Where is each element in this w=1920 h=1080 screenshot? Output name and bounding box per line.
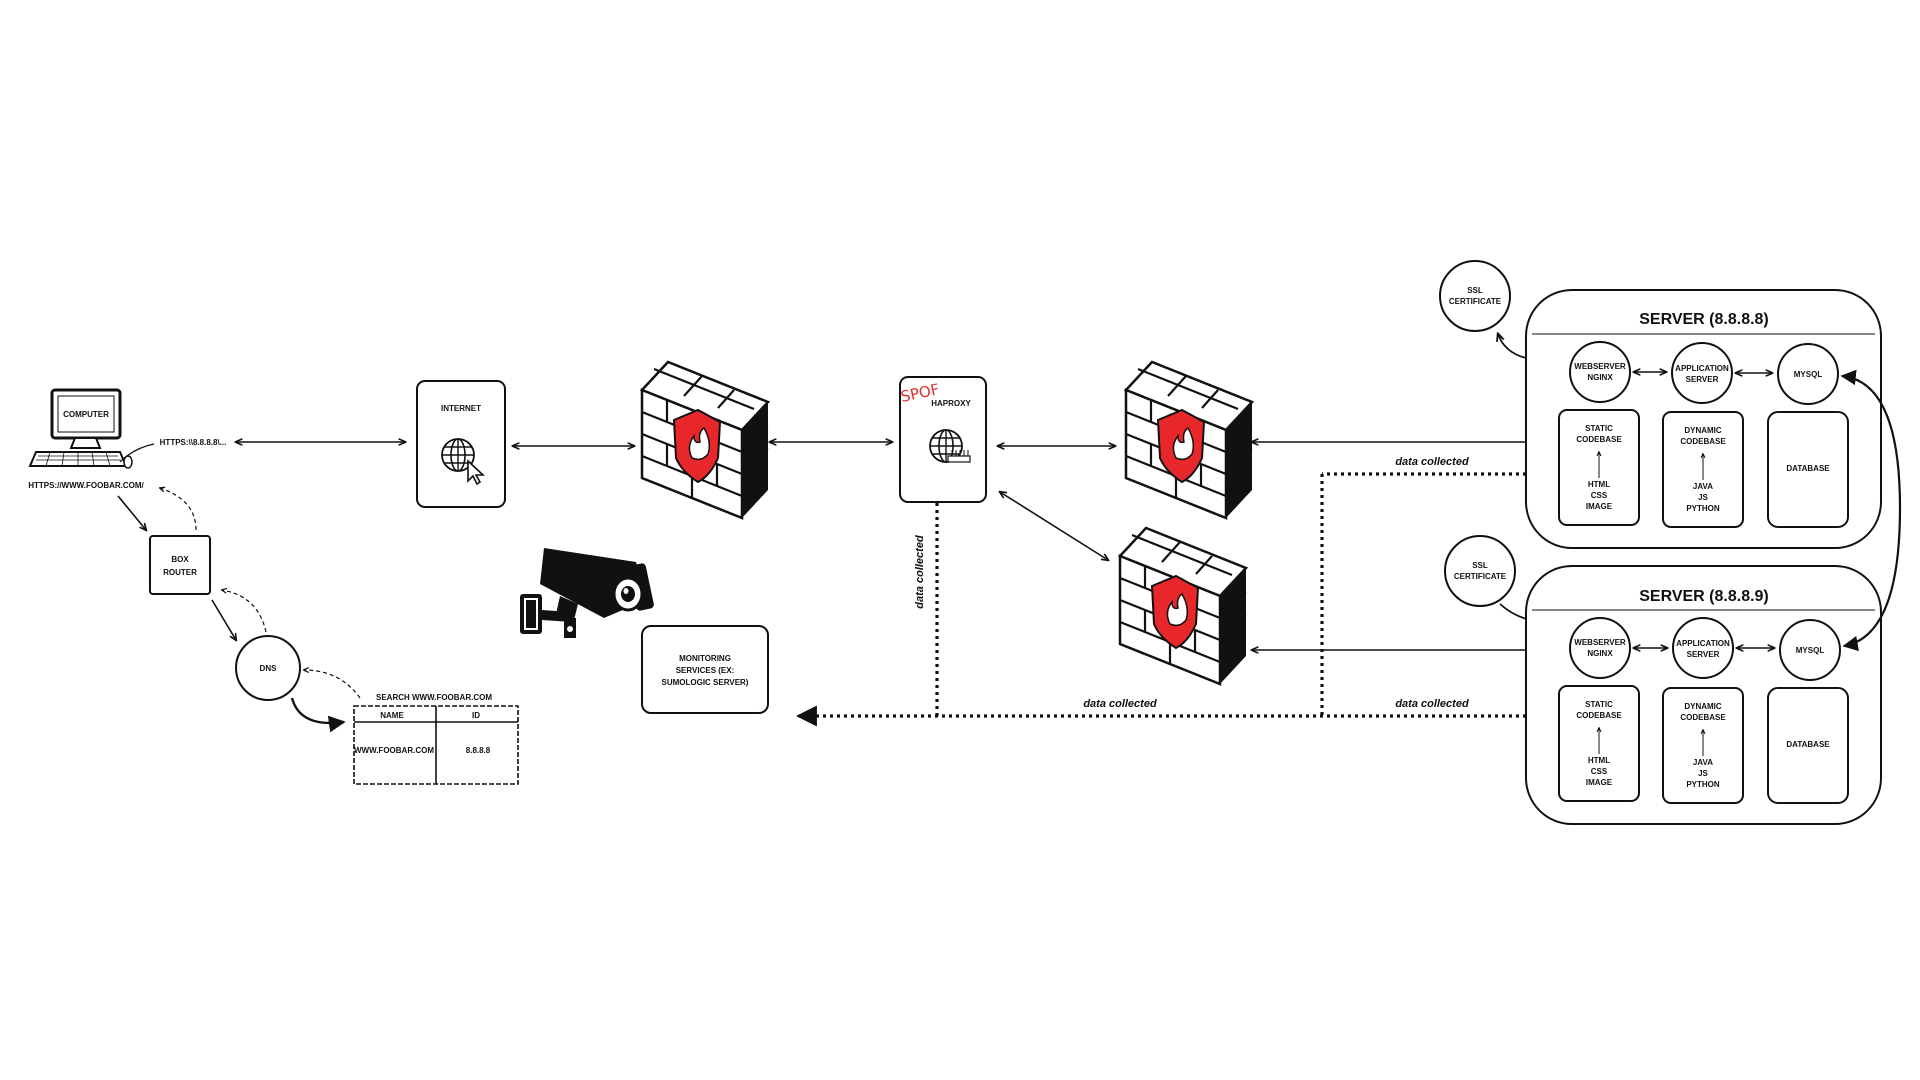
mysql-node xyxy=(1777,343,1839,405)
dns-table xyxy=(353,705,519,785)
static-title-2: CODEBASE xyxy=(1576,435,1622,444)
static-item: IMAGE xyxy=(1586,778,1613,787)
server-1-title: SERVER (8.8.8.8) xyxy=(1639,311,1769,328)
security-camera-icon xyxy=(520,548,654,638)
dynamic-title-1: DYNAMIC xyxy=(1684,702,1722,711)
data-collected-label-bottom: data collected xyxy=(1083,698,1157,710)
data-flow-lines xyxy=(808,472,1540,718)
dynamic-item: JAVA xyxy=(1693,482,1713,491)
globe-icon xyxy=(929,429,971,463)
static-title-1: STATIC xyxy=(1585,700,1613,709)
computer-icon xyxy=(28,388,155,469)
ssl-certificate-node xyxy=(1439,260,1511,332)
firewall-icon xyxy=(640,360,770,520)
data-collected-label-server1: data collected xyxy=(1395,456,1469,468)
dynamic-title-2: CODEBASE xyxy=(1680,713,1726,722)
dynamic-item: JAVA xyxy=(1693,758,1713,767)
router-label-line1: BOX xyxy=(171,555,189,564)
app-server-label-1: APPLICATION xyxy=(1676,639,1730,648)
static-title-2: CODEBASE xyxy=(1576,711,1622,720)
ssl-certificate-node xyxy=(1444,535,1516,607)
static-item: HTML xyxy=(1588,756,1610,765)
router-box xyxy=(149,535,211,595)
arrow-dns-router-dashed xyxy=(222,590,267,633)
monitoring-line2: SERVICES (EX: xyxy=(676,666,735,675)
monitoring-line3: SUMOLOGIC SERVER) xyxy=(662,678,749,687)
server-2-title: SERVER (8.8.8.9) xyxy=(1639,588,1769,605)
app-server-node xyxy=(1672,617,1734,679)
webserver-label-1: WEBSERVER xyxy=(1574,638,1626,647)
url-ip-label: HTTPS:\\8.8.8.8\... xyxy=(160,438,227,447)
static-item: IMAGE xyxy=(1586,502,1613,511)
arrow-haproxy-firewall3 xyxy=(1000,492,1108,560)
haproxy-box xyxy=(899,376,987,503)
database-box xyxy=(1767,687,1849,804)
webserver-label-2: NGINX xyxy=(1587,373,1613,382)
ssl-label-line1: SSL xyxy=(1472,561,1488,570)
table-header-id: ID xyxy=(472,711,480,720)
url-domain-label: HTTPS://WWW.FOOBAR.COM/ xyxy=(28,481,144,490)
dynamic-item: JS xyxy=(1698,769,1708,778)
static-item: HTML xyxy=(1588,480,1610,489)
app-server-label-2: SERVER xyxy=(1687,650,1720,659)
arrow-dns-table xyxy=(290,697,346,733)
ssl-label-line2: CERTIFICATE xyxy=(1454,572,1507,581)
internet-box xyxy=(416,380,506,508)
mysql-label: MYSQL xyxy=(1796,646,1825,655)
mysql-label: MYSQL xyxy=(1794,370,1823,379)
dynamic-item: PYTHON xyxy=(1686,504,1720,513)
static-item: CSS xyxy=(1591,767,1608,776)
dns-node xyxy=(235,635,301,701)
computer-label: COMPUTER xyxy=(63,410,109,419)
app-server-label-2: SERVER xyxy=(1686,375,1719,384)
server-2: SERVER (8.8.8.9) WEBSERVER NGINX APPLICA… xyxy=(1525,565,1882,825)
webserver-node xyxy=(1569,617,1631,679)
data-collected-label-vertical: data collected xyxy=(914,535,926,609)
dynamic-title-1: DYNAMIC xyxy=(1684,426,1722,435)
firewall-icon xyxy=(1124,360,1254,520)
server-1: SERVER (8.8.8.8) WEBSERVER NGINX APPLICA… xyxy=(1525,289,1882,549)
ssl-label-line2: CERTIFICATE xyxy=(1449,297,1502,306)
arrow-router-dns xyxy=(211,599,236,640)
webserver-node xyxy=(1569,341,1631,403)
arrow-table-dns-dashed xyxy=(304,670,361,699)
arrow-url-router xyxy=(117,495,146,530)
monitoring-line1: MONITORING xyxy=(679,654,731,663)
static-title-1: STATIC xyxy=(1585,424,1613,433)
globe-icon xyxy=(441,438,486,486)
data-collected-label-server2: data collected xyxy=(1395,698,1469,710)
app-server-node xyxy=(1671,342,1733,404)
table-header-name: NAME xyxy=(380,711,404,720)
database-label: DATABASE xyxy=(1786,740,1830,749)
app-server-label-1: APPLICATION xyxy=(1675,364,1729,373)
table-cell-name: WWW.FOOBAR.COM xyxy=(354,746,434,755)
database-label: DATABASE xyxy=(1786,464,1830,473)
dynamic-item: PYTHON xyxy=(1686,780,1720,789)
search-title: SEARCH WWW.FOOBAR.COM xyxy=(376,693,492,702)
monitoring-box xyxy=(641,625,769,714)
firewall-icon xyxy=(1118,526,1248,686)
webserver-label-2: NGINX xyxy=(1587,649,1613,658)
haproxy-label: HAPROXY xyxy=(931,399,971,408)
arrow-mysql-replication xyxy=(1840,369,1902,652)
static-item: CSS xyxy=(1591,491,1608,500)
webserver-label-1: WEBSERVER xyxy=(1574,362,1626,371)
mysql-node xyxy=(1779,619,1841,681)
internet-label: INTERNET xyxy=(441,404,481,413)
router-label-line2: ROUTER xyxy=(163,568,197,577)
arrow-router-url-dashed xyxy=(160,488,197,531)
dynamic-item: JS xyxy=(1698,493,1708,502)
table-cell-id: 8.8.8.8 xyxy=(466,746,491,755)
dynamic-title-2: CODEBASE xyxy=(1680,437,1726,446)
dns-label: DNS xyxy=(260,664,278,673)
ssl-label-line1: SSL xyxy=(1467,286,1483,295)
